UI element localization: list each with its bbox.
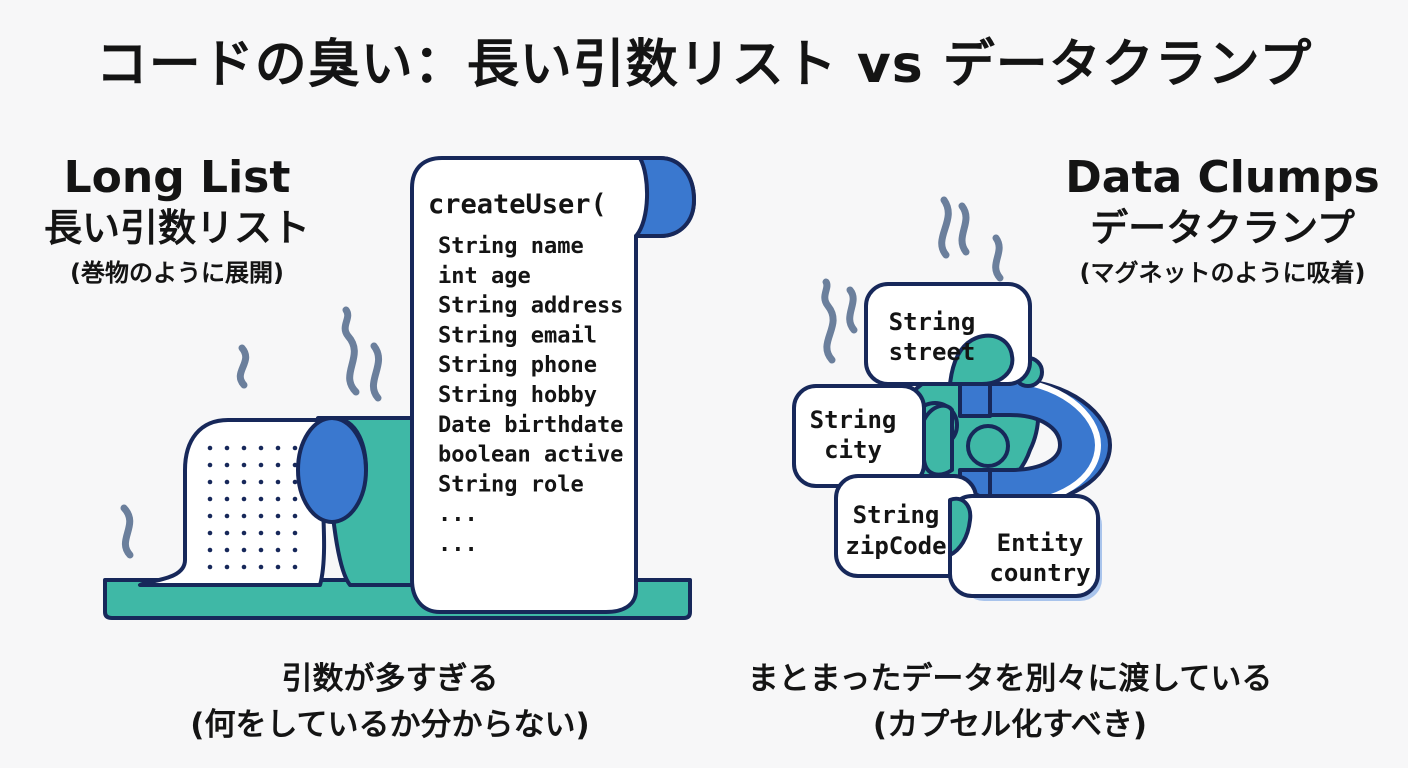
parameter-line: ... xyxy=(438,502,478,527)
scroll-illustration xyxy=(103,156,696,620)
scroll-dotted-text xyxy=(198,445,308,580)
data-clumps-caption-line1: まとまったデータを別々に渡している xyxy=(747,661,1273,697)
long-list-caption-line2: (何をしているか分からない) xyxy=(190,707,590,743)
data-clumps-caption: まとまったデータを別々に渡している (カプセル化すべき) xyxy=(720,656,1300,748)
card-country-line1: Entity xyxy=(997,529,1084,557)
card-street-line2: street xyxy=(889,338,976,366)
smoke-wisp-icon xyxy=(341,306,360,396)
data-card-text: String street String city String zipCode… xyxy=(810,308,1091,587)
data-clumps-title-ja: データクランプ xyxy=(1090,206,1355,250)
data-clump-illustration xyxy=(792,282,1112,601)
parameter-line: String address xyxy=(438,294,623,319)
card-country-line2: country xyxy=(989,559,1090,587)
smoke-wisp-icon xyxy=(821,278,837,364)
card-city-line2: city xyxy=(824,436,882,464)
long-list-title-en: Long List xyxy=(63,152,291,203)
card-zip-line2: zipCode xyxy=(845,532,946,560)
long-list-title-ja: 長い引数リスト xyxy=(43,206,310,250)
long-list-heading: Long List 長い引数リスト (巻物のように展開) xyxy=(22,152,332,290)
smoke-wisp-icon xyxy=(938,196,952,259)
data-clumps-heading: Data Clumps データクランプ (マグネットのように吸着) xyxy=(1050,152,1395,290)
scroll-top-curl xyxy=(634,156,696,238)
long-list-caption: 引数が多すぎる (何をしているか分からない) xyxy=(140,656,640,748)
parameter-line: String name xyxy=(438,234,584,259)
parameter-line: String role xyxy=(438,472,584,497)
parameter-line: Date birthdate xyxy=(438,413,623,438)
card-city-line1: String xyxy=(810,406,897,434)
parameter-line: String hobby xyxy=(438,383,597,408)
data-clumps-caption-line2: (カプセル化すべき) xyxy=(872,707,1148,743)
parameter-line: String phone xyxy=(438,353,597,378)
smoke-wisp-icon xyxy=(369,342,383,402)
smoke-wisp-icon xyxy=(846,286,858,334)
smoke-wisp-icon xyxy=(236,344,250,389)
smoke-wisp-icon xyxy=(958,202,970,256)
page-title: コードの臭い：長い引数リスト vs データクランプ xyxy=(95,35,1313,95)
smoke-wisp-icon xyxy=(120,504,134,559)
parameter-line: boolean active xyxy=(438,443,623,468)
long-list-subtitle: (巻物のように展開) xyxy=(70,259,284,287)
data-clumps-subtitle: (マグネットのように吸着) xyxy=(1079,259,1366,287)
card-street-line1: String xyxy=(889,308,976,336)
smoke-wisps-left xyxy=(120,306,383,559)
parameter-line: String email xyxy=(438,323,597,348)
card-zip-line1: String xyxy=(853,501,940,529)
parameter-line: ... xyxy=(438,532,478,557)
function-signature: createUser( xyxy=(428,189,607,220)
smoke-wisps-right xyxy=(821,196,1004,364)
smoke-wisp-icon xyxy=(992,234,1004,282)
parameter-line: int age xyxy=(438,264,531,289)
data-clumps-title-en: Data Clumps xyxy=(1065,152,1380,203)
long-list-caption-line1: 引数が多すぎる xyxy=(281,661,499,697)
